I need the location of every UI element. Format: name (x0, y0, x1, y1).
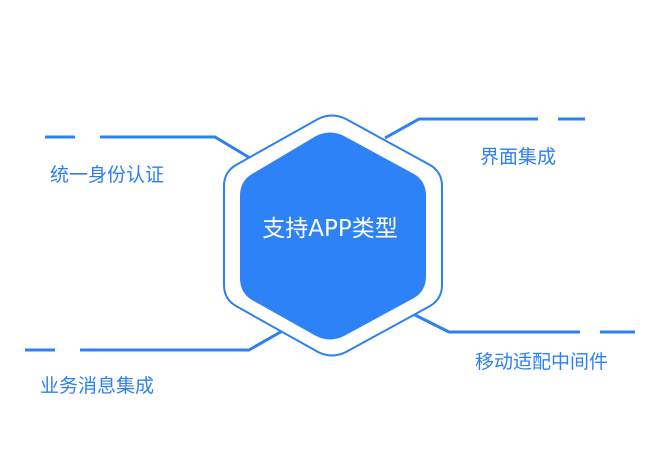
center-title: 支持APP类型 (262, 216, 398, 242)
inner-hexagon (240, 132, 426, 340)
feature-business-message-integration: 业务消息集成 (40, 375, 155, 397)
feature-mobile-adaptation-middleware: 移动适配中间件 (475, 351, 609, 373)
feature-ui-integration: 界面集成 (480, 146, 557, 168)
connector-bottom-right (412, 312, 635, 334)
connector-top-right (384, 117, 585, 140)
connector-top-left (45, 135, 251, 160)
connector-bottom-left (25, 328, 285, 352)
feature-unified-identity-auth: 统一身份认证 (50, 164, 165, 186)
